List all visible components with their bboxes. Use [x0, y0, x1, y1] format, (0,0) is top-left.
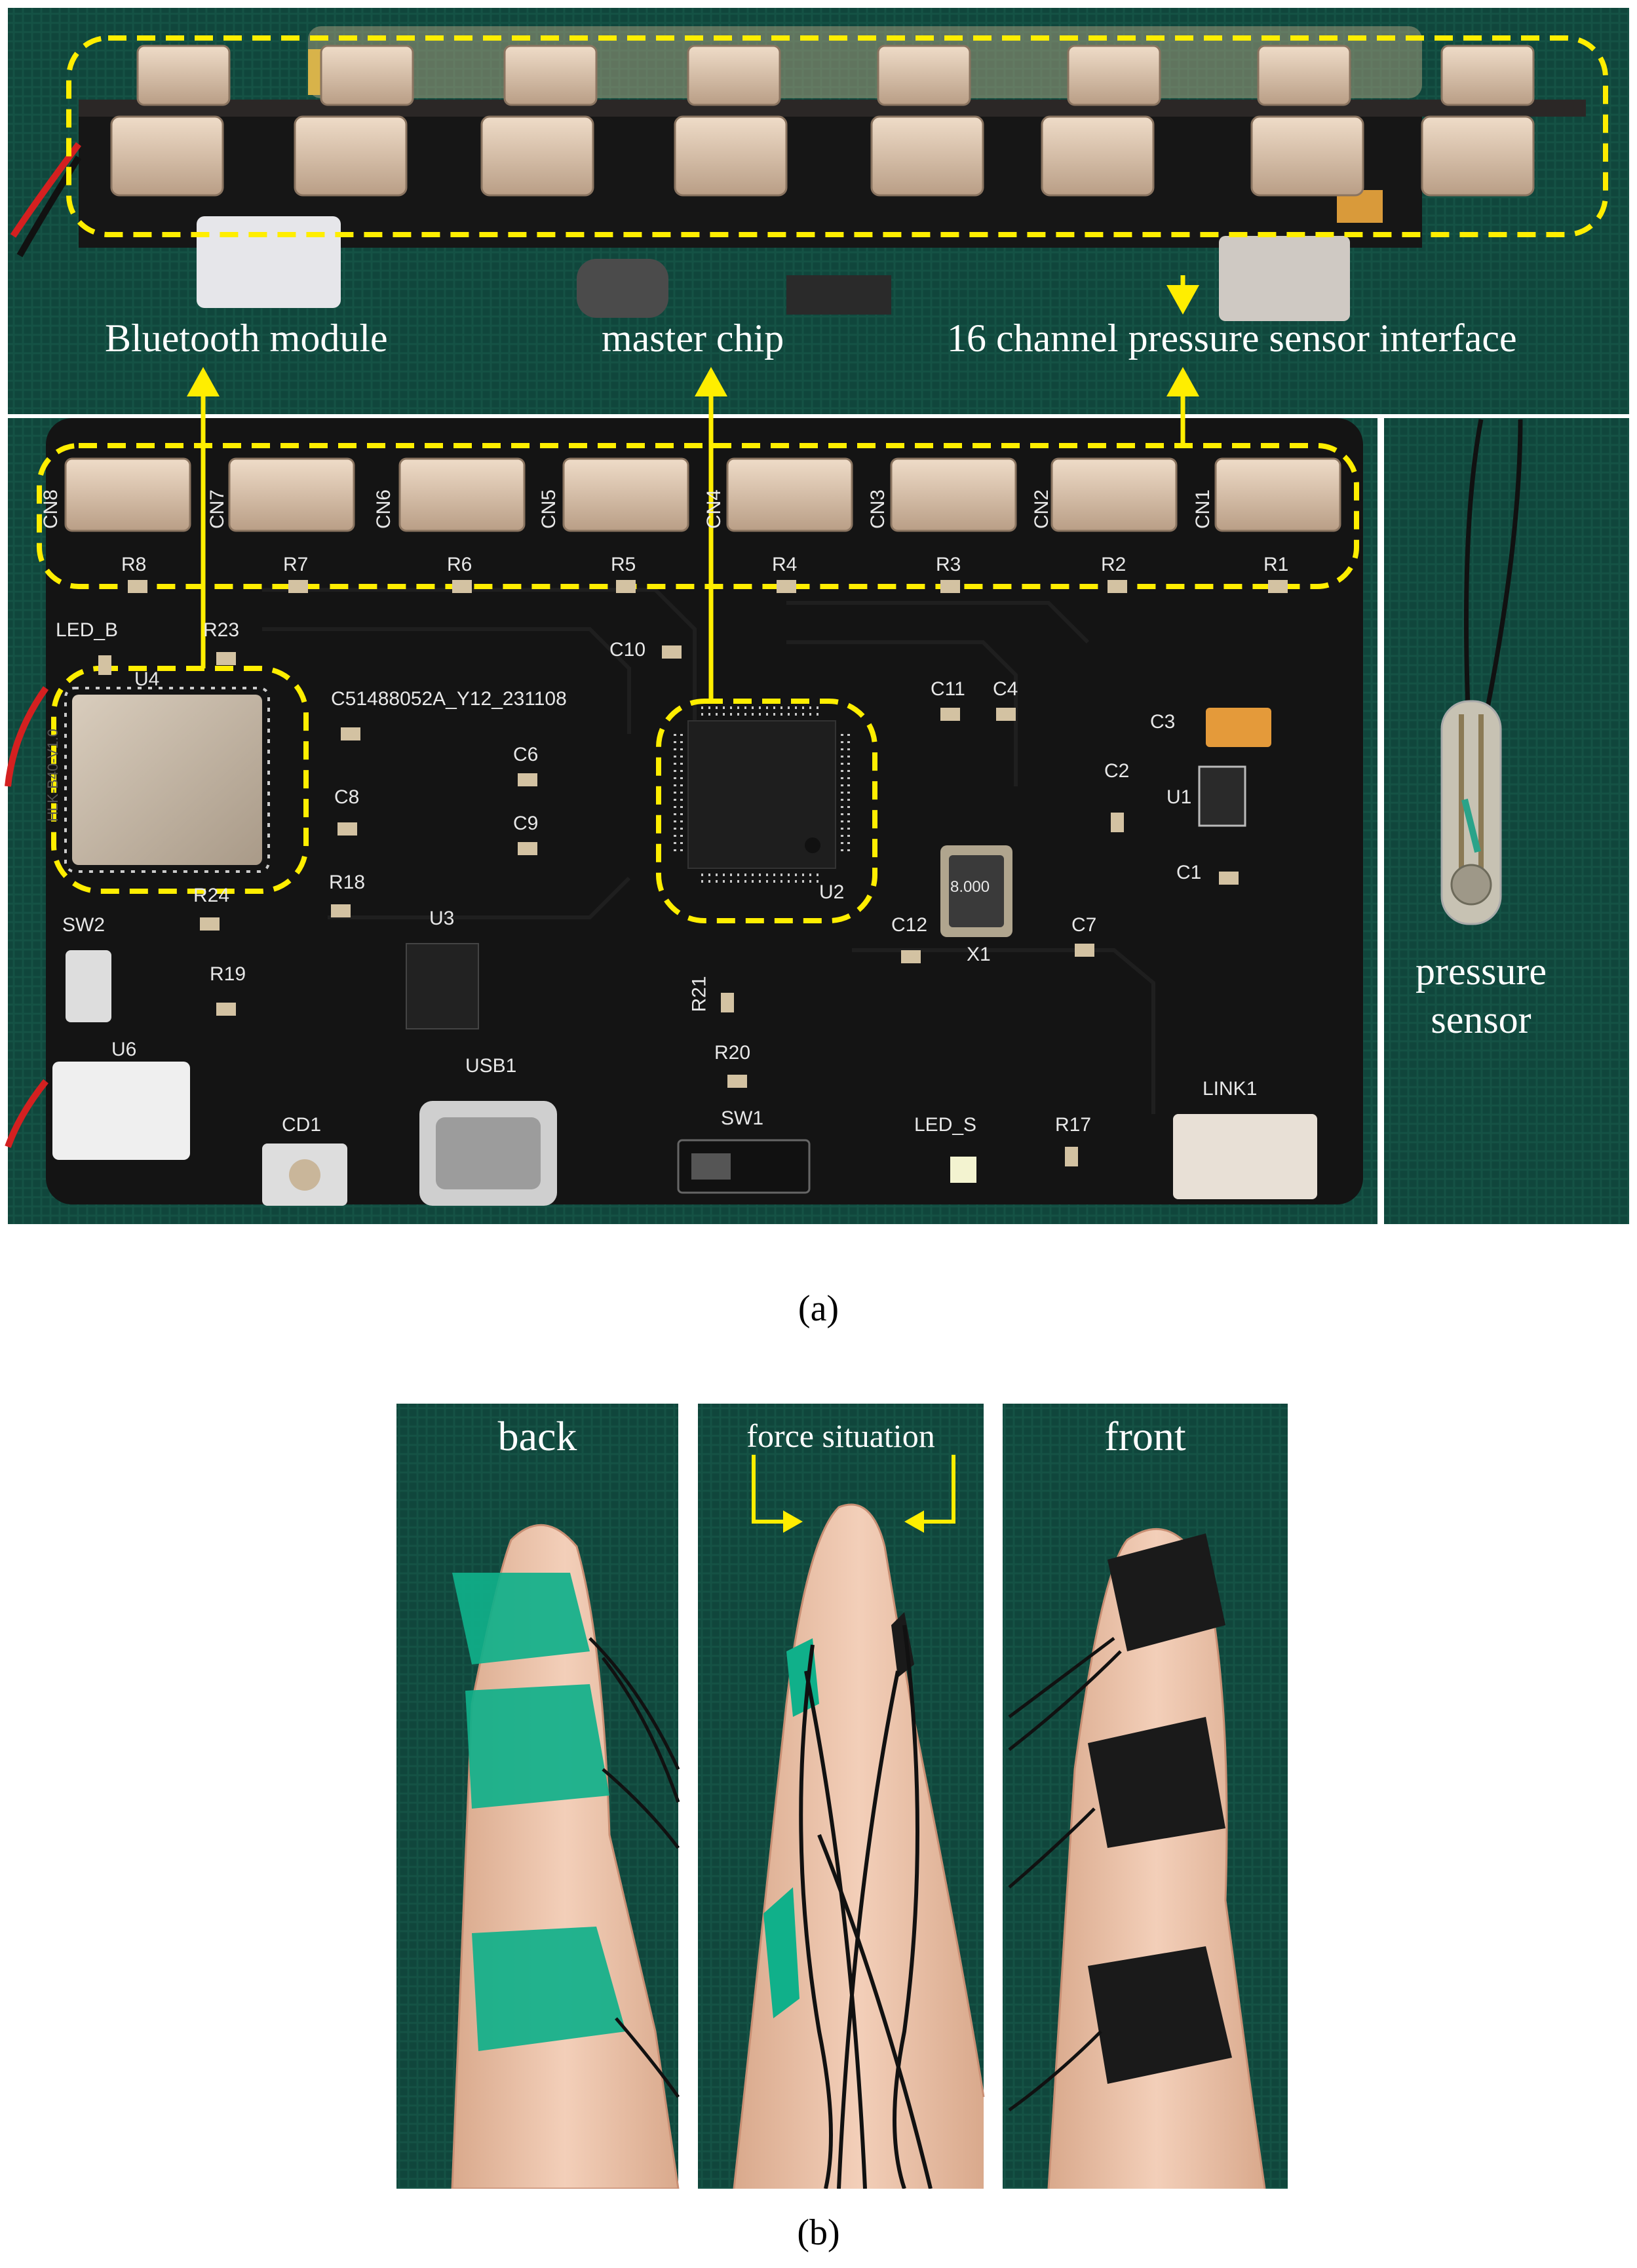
c2-label: C2	[1104, 760, 1130, 782]
cn3-label: CN3	[867, 489, 889, 529]
back-label: back	[497, 1413, 577, 1459]
c12-label: C12	[891, 914, 928, 936]
module-text: HLK-B40-V1.0	[44, 729, 61, 822]
led-b-label: LED_B	[56, 619, 119, 641]
c11-label: C11	[931, 678, 965, 700]
bluetooth-highlight	[51, 666, 309, 894]
r4-label: R4	[772, 554, 798, 575]
r17-label: R17	[1055, 1114, 1092, 1136]
r19-label: R19	[210, 963, 246, 985]
c1-label: C1	[1176, 862, 1202, 883]
r8-label: R8	[121, 554, 147, 575]
sw2-label: SW2	[62, 914, 106, 936]
cn2-label: CN2	[1031, 489, 1053, 529]
cn4-label: CN4	[703, 489, 725, 529]
link1-connector	[1173, 1114, 1317, 1199]
interface-highlight-top	[66, 35, 1608, 237]
panel-a-photo	[5, 8, 1629, 1224]
panel-b-caption: (b)	[797, 2212, 840, 2253]
r5-label: R5	[611, 554, 636, 575]
panel-b-photos	[396, 1404, 1288, 2189]
sensor-interface-label: 16 channel pressure sensor interface	[947, 317, 1517, 360]
cn1-label: CN1	[1192, 489, 1214, 529]
pressure-sensor-label: pressure sensor	[1416, 950, 1547, 1041]
interface-highlight-pcb	[37, 443, 1359, 589]
r21-label: R21	[688, 976, 710, 1012]
master-chip-highlight	[656, 699, 877, 923]
c9-label: C9	[513, 813, 539, 834]
panel-a-caption: (a)	[798, 1288, 839, 1329]
cn7-label: CN7	[206, 489, 229, 529]
cd1-label: CD1	[282, 1114, 322, 1136]
sw1-label: SW1	[721, 1107, 764, 1129]
force-situation-label: force situation	[746, 1417, 935, 1454]
c3-label: C3	[1150, 711, 1176, 733]
r18-label: R18	[329, 872, 366, 893]
u1-label: U1	[1166, 786, 1192, 808]
panel-b: back force situation front (b)	[0, 1376, 1637, 2268]
c8-label: C8	[334, 786, 360, 808]
bluetooth-module-label: Bluetooth module	[105, 317, 388, 360]
c10-label: C10	[609, 639, 646, 661]
cn8-label: CN8	[40, 489, 62, 529]
r23-label: R23	[203, 619, 240, 641]
part-id-label: C51488052A_Y12_231108	[331, 688, 567, 710]
r7-label: R7	[283, 554, 309, 575]
led-s-label: LED_S	[914, 1114, 977, 1136]
crystal-label: 8.000	[950, 878, 990, 896]
cn6-label: CN6	[373, 489, 395, 529]
c4-label: C4	[993, 678, 1018, 700]
master-chip-label: master chip	[602, 317, 784, 360]
u6-label: U6	[111, 1039, 137, 1060]
front-label: front	[1104, 1413, 1186, 1459]
c6-label: C6	[513, 744, 539, 765]
u3-label: U3	[429, 908, 455, 929]
u3-chip	[406, 943, 479, 1029]
r3-label: R3	[936, 554, 961, 575]
front-photo	[1003, 1404, 1288, 2189]
sensor-photo-background	[1384, 418, 1629, 1224]
c7-label: C7	[1071, 914, 1097, 936]
back-photo	[396, 1404, 680, 2189]
panel-a: Bluetooth module master chip 16 channel …	[5, 8, 1629, 1329]
r6-label: R6	[447, 554, 472, 575]
r20-label: R20	[714, 1042, 751, 1064]
r2-label: R2	[1101, 554, 1127, 575]
u2-label: U2	[819, 881, 845, 903]
cn5-label: CN5	[538, 489, 560, 529]
force-photo	[698, 1404, 985, 2189]
r1-label: R1	[1263, 554, 1289, 575]
u4-label: U4	[134, 668, 160, 690]
x1-label: X1	[967, 944, 991, 965]
link1-label: LINK1	[1203, 1078, 1258, 1100]
r24-label: R24	[193, 885, 230, 906]
bluetooth-module	[72, 695, 262, 865]
usb1-label: USB1	[465, 1055, 517, 1077]
